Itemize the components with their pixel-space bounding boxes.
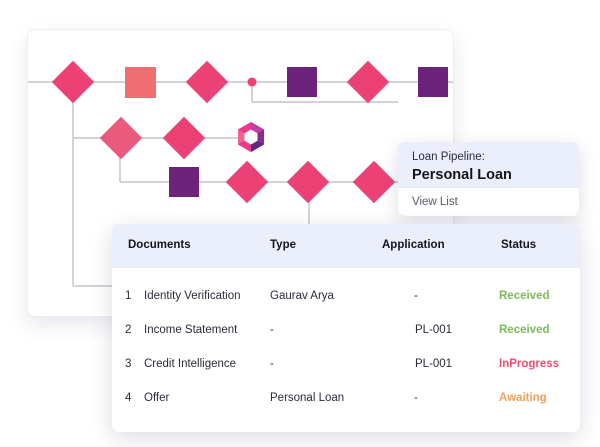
application-id: -	[414, 392, 418, 404]
decision-diamond	[51, 60, 95, 104]
column-header-documents[interactable]: Documents	[128, 239, 191, 251]
decision-diamond	[99, 116, 143, 160]
row-number: 2	[125, 324, 132, 336]
status-badge: InProgress	[499, 358, 560, 370]
application-id: -	[414, 290, 418, 302]
document-name: Income Statement	[144, 324, 238, 336]
loan-pipeline-card: Loan Pipeline: Personal Loan View List	[398, 142, 579, 216]
table-header: Documents Type Application Status	[112, 224, 580, 268]
row-number: 3	[125, 358, 132, 370]
process-square	[125, 67, 156, 98]
decision-diamond	[352, 160, 396, 204]
status-badge: Awaiting	[499, 392, 547, 404]
table-row[interactable]: 2 Income Statement - PL-001 Received	[112, 316, 580, 346]
status-badge: Received	[499, 324, 550, 336]
row-number: 4	[125, 392, 132, 404]
decision-diamond	[185, 60, 229, 104]
row-number: 1	[125, 290, 132, 302]
document-name: Identity Verification	[144, 290, 241, 302]
column-header-status[interactable]: Status	[501, 239, 537, 251]
decision-diamond	[225, 160, 269, 204]
process-square	[287, 67, 317, 97]
process-square	[418, 67, 448, 97]
table-row[interactable]: 1 Identity Verification Gaurav Arya - Re…	[112, 282, 580, 312]
document-name: Credit Intelligence	[144, 358, 237, 370]
workflow-canvas	[28, 60, 453, 287]
application-id: PL-001	[415, 358, 453, 370]
process-square	[169, 167, 199, 197]
document-type: Personal Loan	[270, 392, 345, 404]
decision-diamond	[162, 116, 206, 160]
pipeline-title: Personal Loan	[412, 167, 512, 183]
column-header-type[interactable]: Type	[270, 239, 296, 251]
column-header-application[interactable]: Application	[382, 239, 445, 251]
table-row[interactable]: 3 Credit Intelligence - PL-001 InProgres…	[112, 350, 580, 380]
decision-diamond	[286, 160, 330, 204]
document-type: Gaurav Arya	[270, 290, 334, 302]
application-id: PL-001	[415, 324, 453, 336]
document-type: -	[270, 324, 274, 336]
view-list-link[interactable]: View List	[412, 196, 458, 208]
pipeline-header: Loan Pipeline: Personal Loan	[398, 142, 579, 188]
decision-diamond	[346, 60, 390, 104]
pipeline-label: Loan Pipeline:	[412, 151, 485, 163]
document-name: Offer	[144, 392, 170, 404]
document-type: -	[270, 358, 274, 370]
junction-dot	[247, 77, 257, 87]
table-row[interactable]: 4 Offer Personal Loan - Awaiting	[112, 384, 580, 414]
hexagon-logo-icon	[238, 122, 264, 152]
status-badge: Received	[499, 290, 550, 302]
documents-table: Documents Type Application Status 1 Iden…	[112, 224, 580, 432]
